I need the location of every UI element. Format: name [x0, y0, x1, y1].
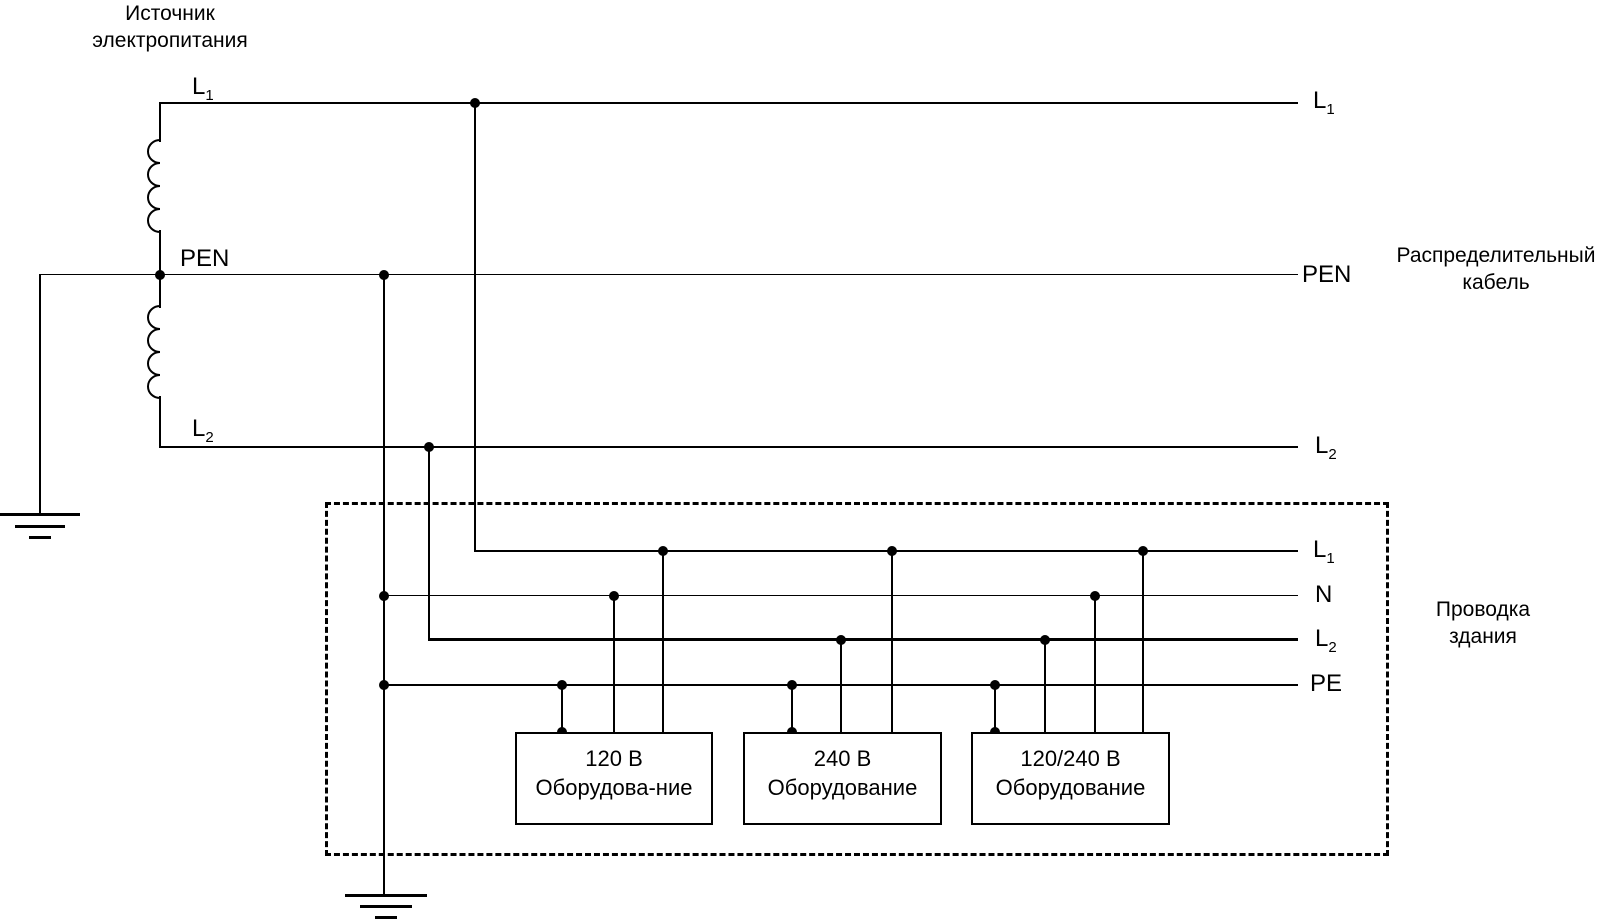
- junction-dot: [990, 680, 1000, 690]
- wire-eq1-l1-drop: [662, 550, 664, 733]
- distribution-cable-label: Распределительный кабель: [1378, 242, 1614, 296]
- source-title-line2: электропитания: [92, 29, 248, 52]
- distribution-cable-line2: кабель: [1462, 271, 1530, 294]
- equipment-name: Оборудование: [767, 775, 918, 800]
- label-l2-right: L2: [1315, 432, 1337, 463]
- label-building-pe: PE: [1310, 670, 1343, 697]
- label-building-l2: L2: [1315, 625, 1337, 656]
- label-building-n: N: [1315, 581, 1333, 608]
- junction-dot: [379, 591, 389, 601]
- building-wiring-line2: здания: [1449, 625, 1517, 648]
- wire-eq2-pe-drop: [791, 684, 793, 733]
- wire-eq1-n-drop: [613, 595, 615, 733]
- ground-bar: [0, 513, 80, 516]
- wire-building-n: [383, 595, 1298, 596]
- junction-dot: [155, 270, 165, 280]
- transformer-winding-upper-icon: [147, 139, 161, 233]
- junction-dot: [379, 270, 389, 280]
- equipment-voltage: 120/240 В: [1020, 746, 1121, 771]
- junction-dot: [836, 635, 846, 645]
- wire-building-l2: [428, 638, 1298, 641]
- wire-transformer-middle: [159, 230, 161, 308]
- junction-dot: [424, 442, 434, 452]
- label-l1-left: L1: [192, 73, 214, 104]
- building-boundary-box: [325, 502, 1389, 856]
- equipment-box-120-240v: 120/240 В Оборудование: [971, 732, 1170, 825]
- wire-building-l1: [474, 550, 1298, 552]
- wire-source-earth-drop: [39, 274, 41, 514]
- wire-transformer-bottom: [159, 396, 161, 447]
- label-l2-left: L2: [192, 415, 214, 446]
- junction-dot: [658, 546, 668, 556]
- ground-bar: [375, 916, 397, 919]
- wire-transformer-top: [159, 102, 161, 142]
- wire-eq2-l2-drop: [840, 638, 842, 733]
- equipment-box-240v: 240 В Оборудование: [743, 732, 942, 825]
- junction-dot: [787, 680, 797, 690]
- wire-l1-drop: [474, 102, 476, 552]
- label-pen-right: PEN: [1302, 261, 1352, 288]
- wire-eq3-pe-drop: [994, 684, 996, 733]
- label-pen-left: PEN: [180, 245, 230, 272]
- equipment-name: Оборудование: [995, 775, 1146, 800]
- junction-dot: [379, 680, 389, 690]
- wire-eq3-l2-drop: [1044, 638, 1046, 733]
- label-building-l1: L1: [1313, 536, 1335, 567]
- source-title-line1: Источник: [125, 2, 215, 25]
- junction-dot: [1090, 591, 1100, 601]
- wire-pen-drop: [383, 274, 385, 895]
- junction-dot: [1040, 635, 1050, 645]
- distribution-cable-line1: Распределительный: [1396, 244, 1596, 267]
- source-title: Источник электропитания: [60, 0, 280, 54]
- building-wiring-line1: Проводка: [1435, 598, 1531, 621]
- label-l1-right: L1: [1313, 87, 1335, 118]
- wire-eq1-pe-drop: [561, 684, 563, 733]
- wire-l2-drop: [428, 446, 430, 640]
- wire-source-l2: [159, 446, 1298, 448]
- wire-eq3-l1-drop: [1142, 550, 1144, 733]
- wire-source-l1: [159, 102, 1298, 104]
- junction-dot: [1138, 546, 1148, 556]
- wire-eq3-n-drop: [1094, 595, 1096, 733]
- junction-dot: [609, 591, 619, 601]
- building-wiring-label: Проводка здания: [1393, 596, 1573, 650]
- wire-source-pen: [39, 274, 1298, 275]
- ground-bar: [29, 536, 51, 539]
- transformer-winding-lower-icon: [147, 305, 161, 399]
- equipment-box-120v: 120 В Оборудова-ние: [515, 732, 713, 825]
- equipment-voltage: 120 В: [585, 746, 643, 771]
- equipment-voltage: 240 В: [813, 746, 872, 771]
- junction-dot: [887, 546, 897, 556]
- junction-dot: [470, 98, 480, 108]
- equipment-name: Оборудова-ние: [535, 775, 693, 800]
- ground-bar: [360, 905, 412, 908]
- ground-bar: [15, 525, 65, 528]
- junction-dot: [557, 680, 567, 690]
- wire-eq2-l1-drop: [891, 550, 893, 733]
- ground-bar: [345, 894, 427, 897]
